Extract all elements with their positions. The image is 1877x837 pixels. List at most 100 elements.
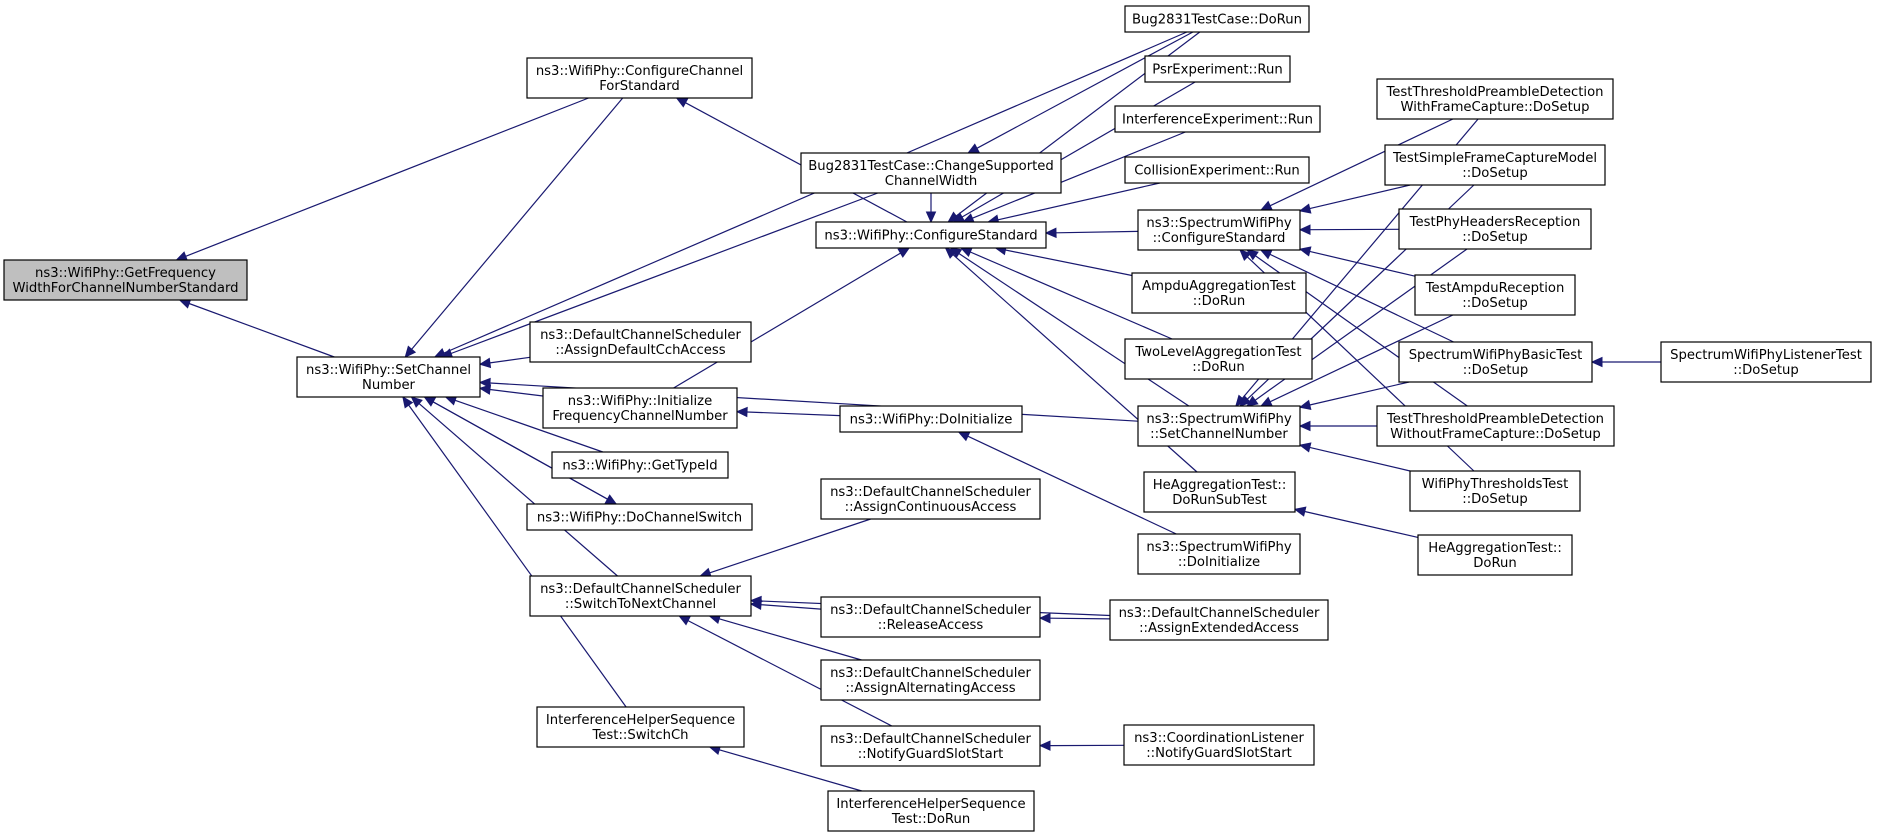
node-box xyxy=(1124,156,1310,184)
edge-line xyxy=(997,182,1160,221)
arrowhead xyxy=(1259,249,1273,260)
node-bugchange[interactable]: Bug2831TestCase::ChangeSupportedChannelW… xyxy=(800,152,1062,194)
node-assignext[interactable]: ns3::DefaultChannelScheduler::AssignExte… xyxy=(1109,599,1329,641)
node-setch[interactable]: ns3::WifiPhy::SetChannelNumber xyxy=(296,356,481,398)
node-interf[interactable]: InterferenceExperiment::Run xyxy=(1114,105,1321,133)
node-label: ::DoSetup xyxy=(1462,166,1528,181)
node-label: TestAmpduReception xyxy=(1425,281,1565,296)
node-notifyguard[interactable]: ns3::DefaultChannelScheduler::NotifyGuar… xyxy=(820,725,1041,767)
node-box xyxy=(1660,341,1872,383)
node-tphr[interactable]: TestPhyHeadersReception::DoSetup xyxy=(1398,208,1592,250)
edge-doinit-to-initfreq xyxy=(735,406,841,418)
arrowhead xyxy=(1260,396,1273,407)
node-label: ForStandard xyxy=(599,79,680,94)
node-cfgchan[interactable]: ns3::WifiPhy::ConfigureChannelForStandar… xyxy=(526,57,753,99)
node-tsfc[interactable]: TestSimpleFrameCaptureModel::DoSetup xyxy=(1384,144,1606,186)
edge-tampdu-to-swcfgstd xyxy=(1298,246,1416,277)
edge-line xyxy=(489,388,544,397)
node-box xyxy=(1109,599,1329,641)
arrowhead xyxy=(678,615,691,626)
node-tpdwithout[interactable]: TestThresholdPreambleDetectionWithoutFra… xyxy=(1376,405,1615,447)
edge-line xyxy=(188,302,335,358)
node-ampdu[interactable]: AmpduAggregationTest::DoRun xyxy=(1131,272,1307,314)
edge-line xyxy=(958,253,1190,407)
node-psr[interactable]: PsrExperiment::Run xyxy=(1144,55,1291,83)
edge-ampdu-to-cfgstd xyxy=(994,244,1133,277)
node-assigncont[interactable]: ns3::DefaultChannelScheduler::AssignCont… xyxy=(820,478,1041,520)
node-label: ::DoSetup xyxy=(1463,363,1529,378)
node-swbasic[interactable]: SpectrumWifiPhyBasicTest::DoSetup xyxy=(1398,341,1593,383)
node-label: ns3::DefaultChannelScheduler xyxy=(830,485,1031,500)
edge-coordnotify-to-notifyguard xyxy=(1038,740,1125,751)
node-swlistener[interactable]: SpectrumWifiPhyListenerTest::DoSetup xyxy=(1660,341,1872,383)
node-box xyxy=(1124,338,1313,380)
node-switchnext[interactable]: ns3::DefaultChannelScheduler::SwitchToNe… xyxy=(529,575,752,617)
node-defcch[interactable]: ns3::DefaultChannelScheduler::AssignDefa… xyxy=(529,321,752,363)
node-assignalt[interactable]: ns3::DefaultChannelScheduler::AssignAlte… xyxy=(820,659,1041,701)
edge-line xyxy=(424,396,608,500)
edge-line xyxy=(709,518,871,574)
node-coordnotify[interactable]: ns3::CoordinationListener::NotifyGuardSl… xyxy=(1123,724,1315,766)
node-label: ns3::WifiPhy::Initialize xyxy=(568,394,712,409)
node-label: ns3::WifiPhy::SetChannel xyxy=(306,363,471,378)
node-swdoinit[interactable]: ns3::SpectrumWifiPhy::DoInitialize xyxy=(1137,533,1301,575)
edge-line xyxy=(1269,314,1454,403)
arrowhead xyxy=(1044,227,1057,239)
arrowhead xyxy=(1298,224,1311,235)
node-gettypeid[interactable]: ns3::WifiPhy::GetTypeId xyxy=(551,451,729,479)
arrowhead xyxy=(604,494,618,505)
node-tampdu[interactable]: TestAmpduReception::DoSetup xyxy=(1414,274,1576,316)
node-box xyxy=(296,356,481,398)
node-label: ::DoRun xyxy=(1193,294,1245,309)
node-dochsw[interactable]: ns3::WifiPhy::DoChannelSwitch xyxy=(526,503,753,531)
node-label: ::AssignContinuousAccess xyxy=(845,500,1017,515)
edge-swsetch-to-cfgstd xyxy=(949,247,1190,407)
node-doinit[interactable]: ns3::WifiPhy::DoInitialize xyxy=(839,405,1023,433)
node-swcfgstd[interactable]: ns3::SpectrumWifiPhy::ConfigureStandard xyxy=(1137,209,1301,251)
node-box xyxy=(1144,55,1291,83)
node-label: ns3::SpectrumWifiPhy xyxy=(1146,540,1291,555)
node-label: ns3::WifiPhy::DoInitialize xyxy=(850,413,1013,428)
arrowhead xyxy=(478,357,492,369)
node-box xyxy=(1417,534,1573,576)
node-label: ::DoInitialize xyxy=(1178,555,1260,570)
edge-line xyxy=(411,97,624,350)
node-bugdorun[interactable]: Bug2831TestCase::DoRun xyxy=(1124,5,1310,33)
node-heagrun[interactable]: HeAggregationTest::DoRun xyxy=(1417,534,1573,576)
node-wthresh[interactable]: WifiPhyThresholdsTest::DoSetup xyxy=(1409,470,1581,512)
node-heagsub[interactable]: HeAggregationTest::DoRunSubTest xyxy=(1143,471,1296,513)
node-tpdwith[interactable]: TestThresholdPreambleDetectionWithFrameC… xyxy=(1376,78,1614,120)
arrowhead xyxy=(1038,612,1051,624)
edge-line xyxy=(1304,510,1419,538)
node-box xyxy=(526,57,753,99)
node-box xyxy=(1398,341,1593,383)
node-label: ns3::DefaultChannelScheduler xyxy=(540,582,741,597)
arrowhead xyxy=(675,97,689,108)
node-box xyxy=(839,405,1023,433)
node-label: TwoLevelAggregationTest xyxy=(1134,345,1301,360)
node-label: ::DoSetup xyxy=(1462,230,1528,245)
node-initfreq[interactable]: ns3::WifiPhy::InitializeFrequencyChannel… xyxy=(542,387,738,429)
edge-tsfc-to-swcfgstd xyxy=(1298,184,1411,214)
node-label: InterferenceExperiment::Run xyxy=(1122,113,1313,128)
node-cfgstd[interactable]: ns3::WifiPhy::ConfigureStandard xyxy=(815,221,1047,249)
arrowhead xyxy=(1038,740,1051,751)
node-label: ::DoSetup xyxy=(1462,296,1528,311)
arrowhead xyxy=(735,406,748,418)
nodes-layer: ns3::WifiPhy::GetFrequencyWidthForChanne… xyxy=(3,5,1872,832)
node-label: ns3::DefaultChannelScheduler xyxy=(830,666,1031,681)
node-label: ns3::DefaultChannelScheduler xyxy=(540,328,741,343)
node-release[interactable]: ns3::DefaultChannelScheduler::ReleaseAcc… xyxy=(820,596,1041,638)
arrowhead xyxy=(404,345,417,358)
node-label: Number xyxy=(362,378,416,393)
node-box xyxy=(1398,208,1592,250)
node-collision[interactable]: CollisionExperiment::Run xyxy=(1124,156,1310,184)
node-label: ::ReleaseAccess xyxy=(878,618,984,633)
node-twolevel[interactable]: TwoLevelAggregationTest::DoRun xyxy=(1124,338,1313,380)
edge-cfgchan-to-getfreq xyxy=(175,97,589,262)
edge-swcfgstd-to-cfgstd xyxy=(1044,227,1139,239)
node-swsetch[interactable]: ns3::SpectrumWifiPhy::SetChannelNumber xyxy=(1137,405,1301,447)
node-getfreq[interactable]: ns3::WifiPhy::GetFrequencyWidthForChanne… xyxy=(3,259,248,301)
